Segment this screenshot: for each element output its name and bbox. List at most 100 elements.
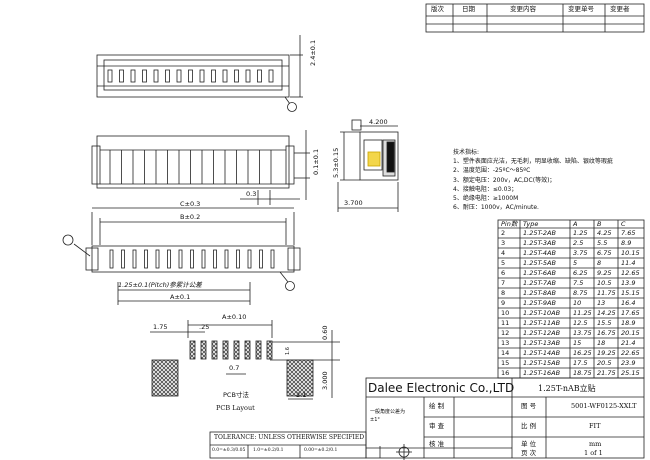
table-dim: 19.25 xyxy=(597,349,616,357)
top-pin xyxy=(211,69,216,83)
table-dim: 18.9 xyxy=(621,319,636,327)
dim-4-2: 4.200 xyxy=(369,118,388,126)
table-dim: 1.25 xyxy=(573,229,588,237)
table-dim: 21.75 xyxy=(597,369,616,377)
table-type: 1.25T-5AB xyxy=(523,259,556,267)
table-dim: 16.4 xyxy=(621,299,636,307)
pcb-pad xyxy=(211,340,218,360)
table-dim: 10.5 xyxy=(597,279,612,287)
top-pin xyxy=(199,69,205,83)
table-pin-count: 2 xyxy=(501,229,506,237)
bottom-pin xyxy=(132,249,137,269)
top-pin xyxy=(119,69,124,83)
table-type: 1.25T-16AB xyxy=(523,369,561,377)
table-dim: 8.75 xyxy=(573,289,588,297)
table-dim: 25.15 xyxy=(621,369,640,377)
table-pin-count: 12 xyxy=(501,329,510,337)
table-type: 1.25T-7AB xyxy=(523,279,556,287)
table-dim: 5.5 xyxy=(597,239,608,247)
general-tolerance-value: ±1° xyxy=(370,417,380,423)
table-pin-count: 16 xyxy=(501,369,510,377)
dim-3-7: 3.700 xyxy=(344,199,363,207)
table-header: C xyxy=(621,220,626,228)
table-pin-count: 6 xyxy=(501,269,506,277)
table-dim: 8 xyxy=(597,259,602,267)
dim-pitch: 1.25±0.1(Pitch)参累计公差 xyxy=(118,281,202,289)
bottom-pin xyxy=(167,249,171,269)
table-dim: 7.5 xyxy=(573,279,584,287)
top-pin xyxy=(153,69,159,83)
bottom-pin xyxy=(213,249,217,269)
table-dim: 13 xyxy=(597,299,606,307)
table-header: B xyxy=(597,220,602,228)
tolerance-2: 1.0=±0.2/0.1 xyxy=(253,448,284,453)
table-header: Type xyxy=(523,220,539,228)
bottom-pin xyxy=(190,249,194,269)
dim-a-0-1: A±0.1 xyxy=(170,293,191,301)
scale: FIT xyxy=(589,422,601,430)
table-dim: 4.25 xyxy=(597,229,612,237)
pcb-pad xyxy=(244,340,251,360)
scale-label: 比 例 xyxy=(521,422,537,430)
tech-title: 技术指标: xyxy=(453,149,480,156)
dim-0-7: 0.7 xyxy=(229,364,240,372)
bottom-pin xyxy=(270,249,275,269)
table-pin-count: 7 xyxy=(501,279,506,287)
table-pin-count: 13 xyxy=(501,339,510,347)
general-tolerance-label: 一般角度公差为 xyxy=(370,409,406,415)
table-dim: 13.75 xyxy=(573,329,592,337)
tech-line-6: 6、耐压：1000v，AC/minute. xyxy=(453,204,539,212)
table-dim: 21.4 xyxy=(621,339,636,347)
tolerance-1: 0.0=±0.3/0.05 xyxy=(212,448,246,453)
dim-1-6: 1.6 xyxy=(285,347,291,355)
table-type: 1.25T-12AB xyxy=(523,329,561,337)
dim-2-1: 2.1 xyxy=(296,391,307,399)
pcb-pad xyxy=(222,340,229,360)
table-pin-count: 9 xyxy=(501,299,506,307)
table-pin-count: 15 xyxy=(501,359,510,367)
table-pin-count: 8 xyxy=(501,289,506,297)
table-dim: 12.5 xyxy=(573,319,588,327)
top-pin xyxy=(268,69,274,83)
table-dim: 15.5 xyxy=(597,319,612,327)
table-dim: 7.65 xyxy=(621,229,636,237)
rev-header-change-no: 变更单号 xyxy=(568,5,594,13)
table-dim: 5 xyxy=(573,259,578,267)
table-dim: 15 xyxy=(573,339,582,347)
rev-header-date: 日期 xyxy=(462,5,475,13)
table-dim: 11.4 xyxy=(621,259,636,267)
table-dim: 17.65 xyxy=(621,309,640,317)
table-pin-count: 5 xyxy=(501,259,506,267)
bottom-pin xyxy=(224,249,229,269)
tech-line-4: 4、接触电阻：≤0.03； xyxy=(453,185,518,193)
table-dim: 18.75 xyxy=(573,369,592,377)
bottom-pin xyxy=(201,249,206,269)
top-pin xyxy=(257,69,262,83)
top-pin xyxy=(165,69,170,83)
dim-c: C±0.3 xyxy=(180,200,201,208)
bottom-pin xyxy=(155,249,160,269)
table-dim: 17.5 xyxy=(573,359,588,367)
table-type: 1.25T-14AB xyxy=(523,349,561,357)
table-dim: 11.25 xyxy=(573,309,592,317)
table-header: Pin数 xyxy=(501,220,518,228)
top-pin xyxy=(107,69,113,83)
table-dim: 23.9 xyxy=(621,359,636,367)
table-dim: 15.15 xyxy=(621,289,640,297)
tech-line-3: 3、额定电压：200v，AC,DC(等效)； xyxy=(453,176,556,184)
table-pin-count: 4 xyxy=(501,249,506,257)
bottom-pin xyxy=(247,249,252,269)
table-type: 1.25T-15AB xyxy=(523,359,561,367)
table-pin-count: 11 xyxy=(501,319,510,327)
table-type: 1.25T-3AB xyxy=(523,239,556,247)
table-pin-count: 14 xyxy=(501,349,510,357)
table-dim: 16.75 xyxy=(597,329,616,337)
table-type: 1.25T-4AB xyxy=(523,249,556,257)
bottom-pin xyxy=(121,249,125,269)
top-pin xyxy=(234,69,239,83)
dim-0-3: 0.3 xyxy=(246,190,257,198)
unit: mm xyxy=(589,440,602,448)
table-dim: 13.9 xyxy=(621,279,636,287)
table-dim: 3.75 xyxy=(573,249,588,257)
